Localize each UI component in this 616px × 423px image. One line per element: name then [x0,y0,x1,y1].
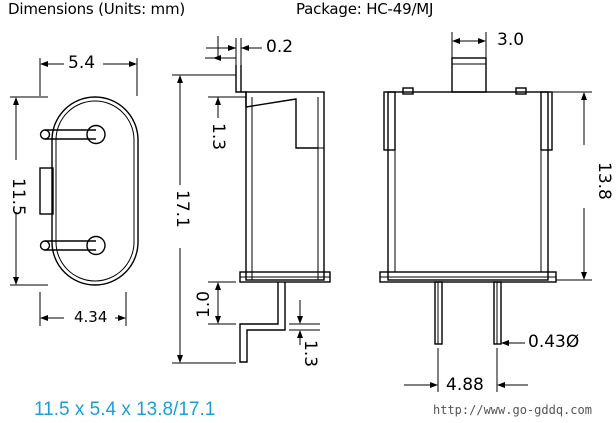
dim-body-height: 13.8 [594,162,614,200]
dim-lead-bend: 1.0 [194,290,214,318]
dim-pin-spacing: 4.34 [74,308,108,326]
crystal-body-front [387,91,549,281]
front-view [379,32,592,392]
size-summary: 11.5 x 5.4 x 13.8/17.1 [34,399,216,420]
dim-lead-pitch: 4.88 [446,375,484,395]
drawing-title: Dimensions (Units: mm) [8,0,186,18]
source-url[interactable]: http://www.go-gddq.com [433,403,592,417]
package-label: Package: HC-49/MJ [296,0,434,18]
dim-lead-tail: 1.3 [300,340,320,368]
dim-top-view-width: 5.4 [68,53,96,73]
dim-lead-diameter: 0.43Ø [528,332,580,352]
side-view [172,36,331,364]
dim-body-offset: 1.3 [208,123,228,151]
dim-top-tab-width: 3.0 [497,30,525,50]
top-tab [451,57,487,93]
top-view [10,58,139,326]
dim-overall-height: 17.1 [172,190,192,228]
dim-top-view-height: 11.5 [8,178,28,216]
side-tab [39,167,54,215]
crystal-body-side [245,91,325,281]
dim-lead-thickness: 0.2 [266,37,294,57]
pin-bottom [86,235,106,256]
pin-top [86,124,106,145]
crystal-outline-top [51,96,139,286]
